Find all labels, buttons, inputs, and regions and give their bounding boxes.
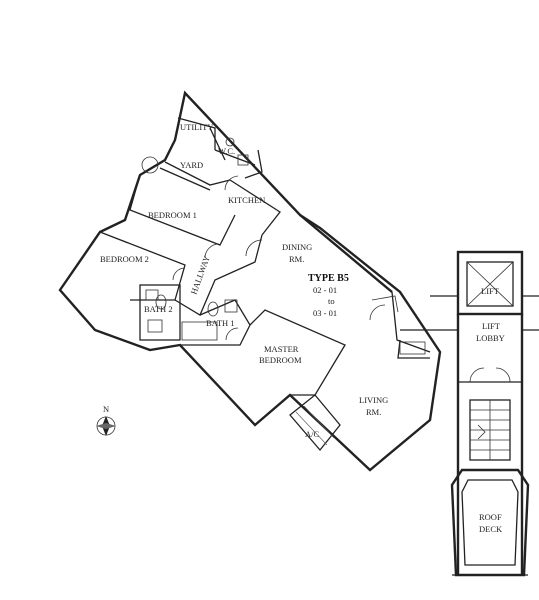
- lift-core: [400, 250, 539, 577]
- interior-walls: [99, 117, 430, 452]
- bath2-label: BATH 2: [144, 304, 173, 314]
- living-label-line1: LIVING: [359, 395, 388, 405]
- unit-outline: [58, 90, 442, 472]
- lift-label: LIFT: [481, 286, 500, 296]
- dining-label-line1: DINING: [282, 242, 312, 252]
- north-label: N: [103, 404, 109, 414]
- utility-label: UTILITY: [180, 122, 214, 132]
- bedroom2-label: BEDROOM 2: [100, 254, 149, 264]
- master-label-line2: BEDROOM: [259, 355, 302, 365]
- unit-range-start: 02 - 01: [313, 285, 337, 295]
- bath1-label: BATH 1: [206, 318, 235, 328]
- unit-type-block: TYPE B5 02 - 01 to 03 - 01: [308, 273, 349, 318]
- ac-label: A/C: [305, 429, 320, 439]
- lobby-label-line1: LIFT: [482, 321, 501, 331]
- living-label-line2: RM.: [366, 407, 381, 417]
- unit-type-title: TYPE B5: [308, 273, 349, 284]
- kitchen-label: KITCHEN: [228, 195, 265, 205]
- unit-range-to: to: [328, 296, 335, 306]
- bedroom1-label: BEDROOM 1: [148, 210, 197, 220]
- roof-deck-label-line2: DECK: [479, 524, 503, 534]
- lobby-label-line2: LOBBY: [476, 333, 505, 343]
- hallway-label: HALLWAY: [188, 254, 211, 296]
- room-labels: UTILITY W.C. YARD KITCHEN BEDROOM 1 BEDR…: [100, 122, 505, 534]
- yard-label: YARD: [180, 160, 203, 170]
- roof-deck-label-line1: ROOF: [479, 512, 502, 522]
- unit-range-end: 03 - 01: [313, 308, 337, 318]
- north-arrow: N: [96, 404, 116, 436]
- wc-label: W.C.: [218, 146, 235, 156]
- dining-label-line2: RM.: [289, 254, 304, 264]
- master-label-line1: MASTER: [264, 344, 299, 354]
